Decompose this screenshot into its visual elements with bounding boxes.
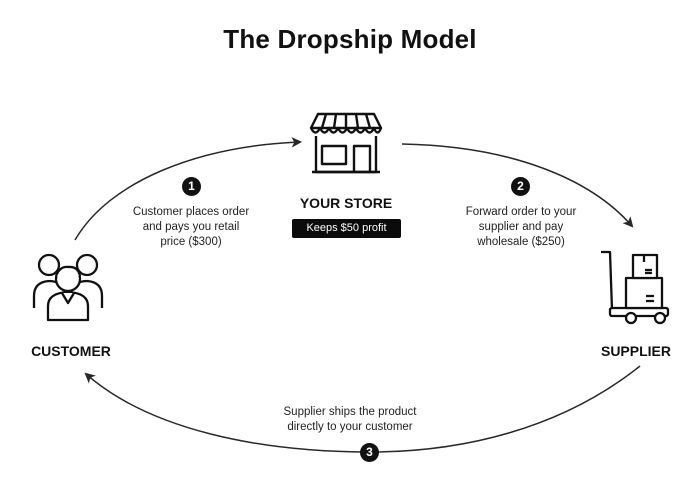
step-1-line: and pays you retail xyxy=(142,221,240,233)
step-2-line: wholesale ($250) xyxy=(477,236,565,248)
step-3-line: Supplier ships the product xyxy=(283,406,417,418)
hand-truck-boxes-icon xyxy=(601,250,670,325)
arrow-customer-to-store xyxy=(74,137,303,241)
store-profit-badge: Keeps $50 profit xyxy=(292,219,401,238)
storefront-icon xyxy=(309,112,383,174)
step-1-line: Customer places order xyxy=(132,206,250,218)
step-3-badge: 3 xyxy=(360,443,379,462)
supplier-label: SUPPLIER xyxy=(600,343,671,359)
customers-icon xyxy=(32,253,104,322)
step-1-badge: 1 xyxy=(182,177,201,196)
step-2-badge: 2 xyxy=(511,177,530,196)
arrow-store-to-supplier xyxy=(401,143,634,228)
step-2-description: Forward order to your supplier and pay w… xyxy=(450,205,592,250)
step-2-line: supplier and pay xyxy=(478,221,564,233)
step-1-line: price ($300) xyxy=(160,236,222,248)
page-title: The Dropship Model xyxy=(223,24,477,54)
step-1-description: Customer places order and pays you retai… xyxy=(118,205,264,250)
step-2-line: Forward order to your xyxy=(465,206,577,218)
customer-label: CUSTOMER xyxy=(31,343,111,359)
step-3-line: directly to your customer xyxy=(287,421,413,433)
step-3-description: Supplier ships the product directly to y… xyxy=(270,405,430,435)
store-label: YOUR STORE xyxy=(299,195,393,211)
